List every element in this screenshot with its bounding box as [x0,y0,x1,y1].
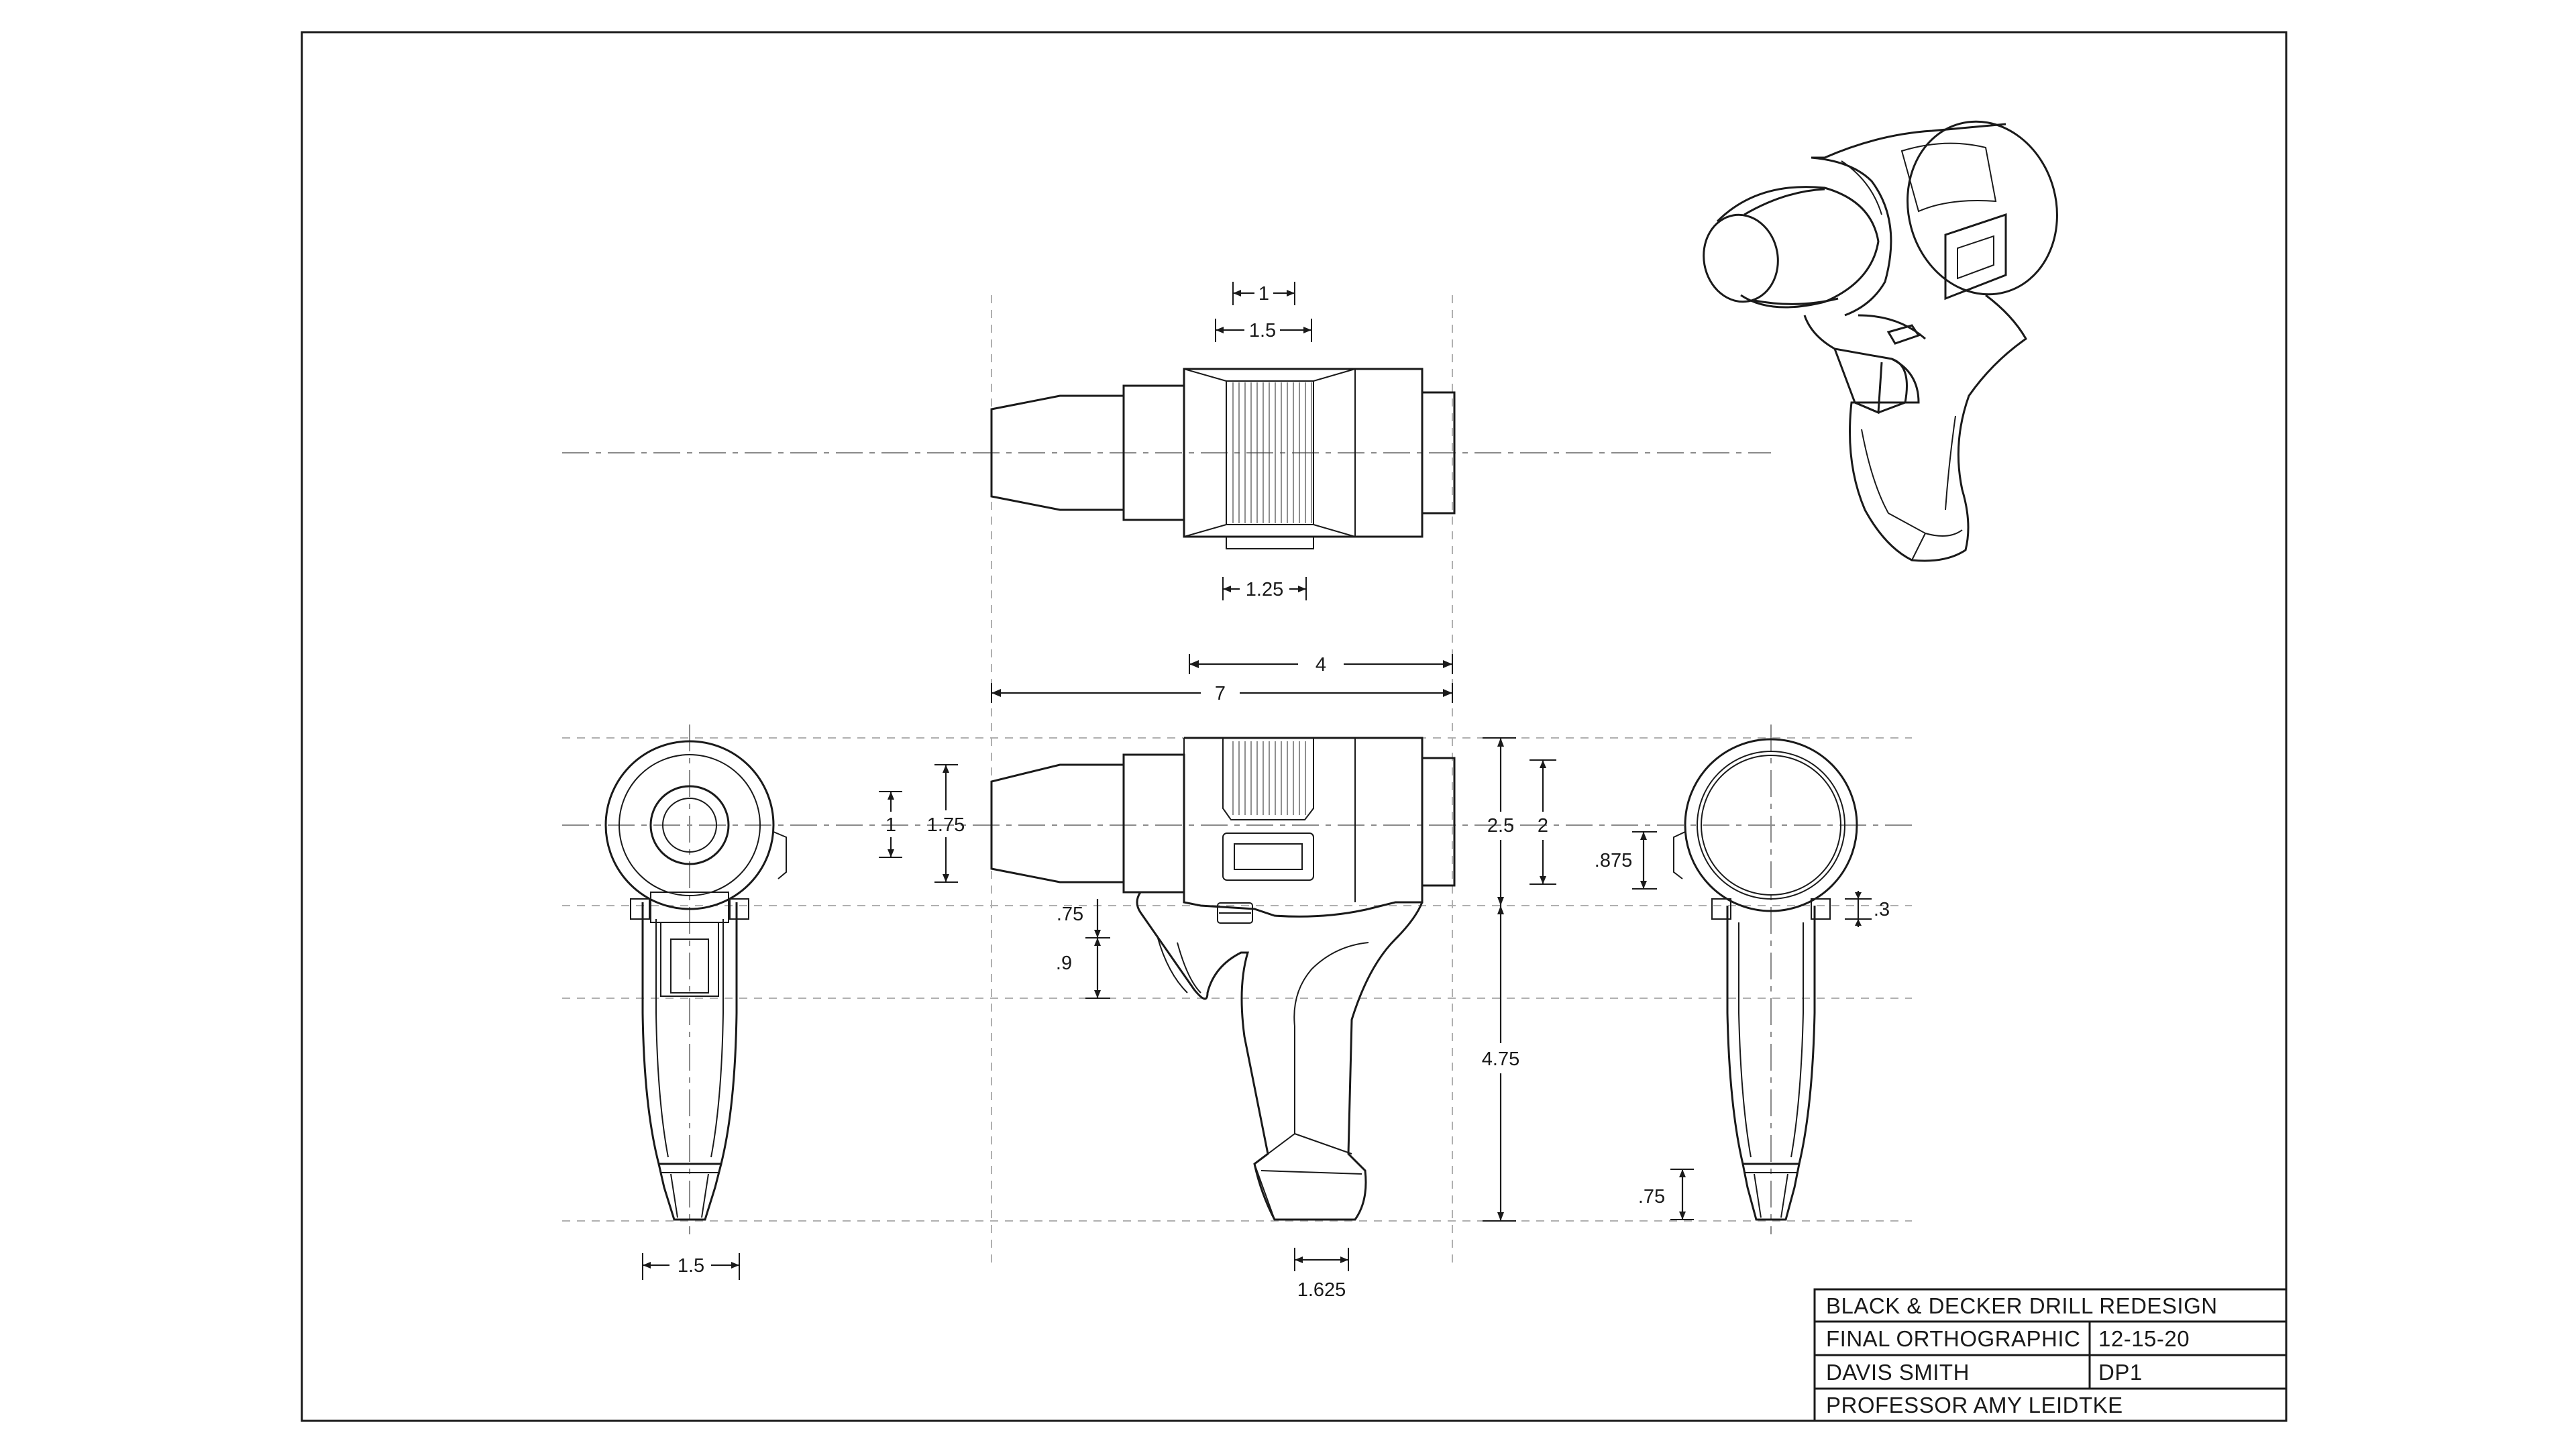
dim-label: 1 [1258,283,1269,305]
dim-label: .75 [1638,1186,1665,1208]
top-view [990,368,1456,549]
dim-total-length: 7 [991,683,1453,704]
dim-label: 1 [885,814,896,836]
dim-upper-length: 4 [1189,654,1453,676]
rear-view [1673,738,1858,1221]
dim-body-top: 2 [1529,759,1556,885]
dim-label: 1.75 [927,814,965,836]
dim-label: 2.5 [1487,815,1514,837]
side-view [990,737,1456,1221]
dim-front-handle-width: 1.5 [642,1253,740,1280]
sheet-name: FINAL ORTHOGRAPHIC [1826,1326,2080,1351]
dim-label: 2 [1538,815,1548,837]
dim-label: 1.25 [1246,579,1283,600]
dim-button-height: .3 [1845,891,1890,927]
dim-bottom-tab: 1.25 [1222,577,1307,600]
dim-nose-dia: 1 [879,791,902,858]
dim-body-height: 2.5 [1483,737,1516,906]
dim-chuck-dia: 1.75 [927,764,965,883]
author-name: DAVIS SMITH [1826,1360,1970,1385]
dim-chuck-width: 1 [1232,282,1295,305]
title-block: BLACK & DECKER DRILL REDESIGN FINAL ORTH… [1813,1288,2288,1422]
front-view [604,740,787,1221]
dim-label: .3 [1874,899,1890,920]
instructor-name: PROFESSOR AMY LEIDTKE [1826,1393,2123,1417]
dim-label: 1.5 [678,1255,704,1277]
dim-grip-band-width: 1.5 [1215,319,1312,342]
project-title: BLACK & DECKER DRILL REDESIGN [1826,1293,2218,1318]
dim-label: 4.75 [1482,1049,1519,1070]
dim-label: .9 [1056,953,1072,974]
dim-trigger-offset-height: .75 .9 [1056,899,1110,999]
dim-clip-offset: .875 [1595,831,1657,890]
dim-base-width: 1.625 [1294,1248,1349,1301]
drawing-border [301,31,2288,1422]
dim-label: .75 [1057,904,1083,925]
dim-label: 4 [1316,654,1326,676]
dim-label: 1.625 [1297,1279,1346,1301]
sheet-number: DP1 [2098,1360,2143,1385]
dim-label: .875 [1595,850,1632,871]
construction-lines [562,295,1912,1268]
drawing-date: 12-15-20 [2098,1326,2190,1351]
isometric-drill-view [1703,120,2058,562]
dim-label: 7 [1215,683,1226,704]
dim-base-cap: .75 [1638,1169,1694,1220]
dim-handle-height: 4.75 [1482,906,1519,1222]
dim-label: 1.5 [1249,320,1276,341]
